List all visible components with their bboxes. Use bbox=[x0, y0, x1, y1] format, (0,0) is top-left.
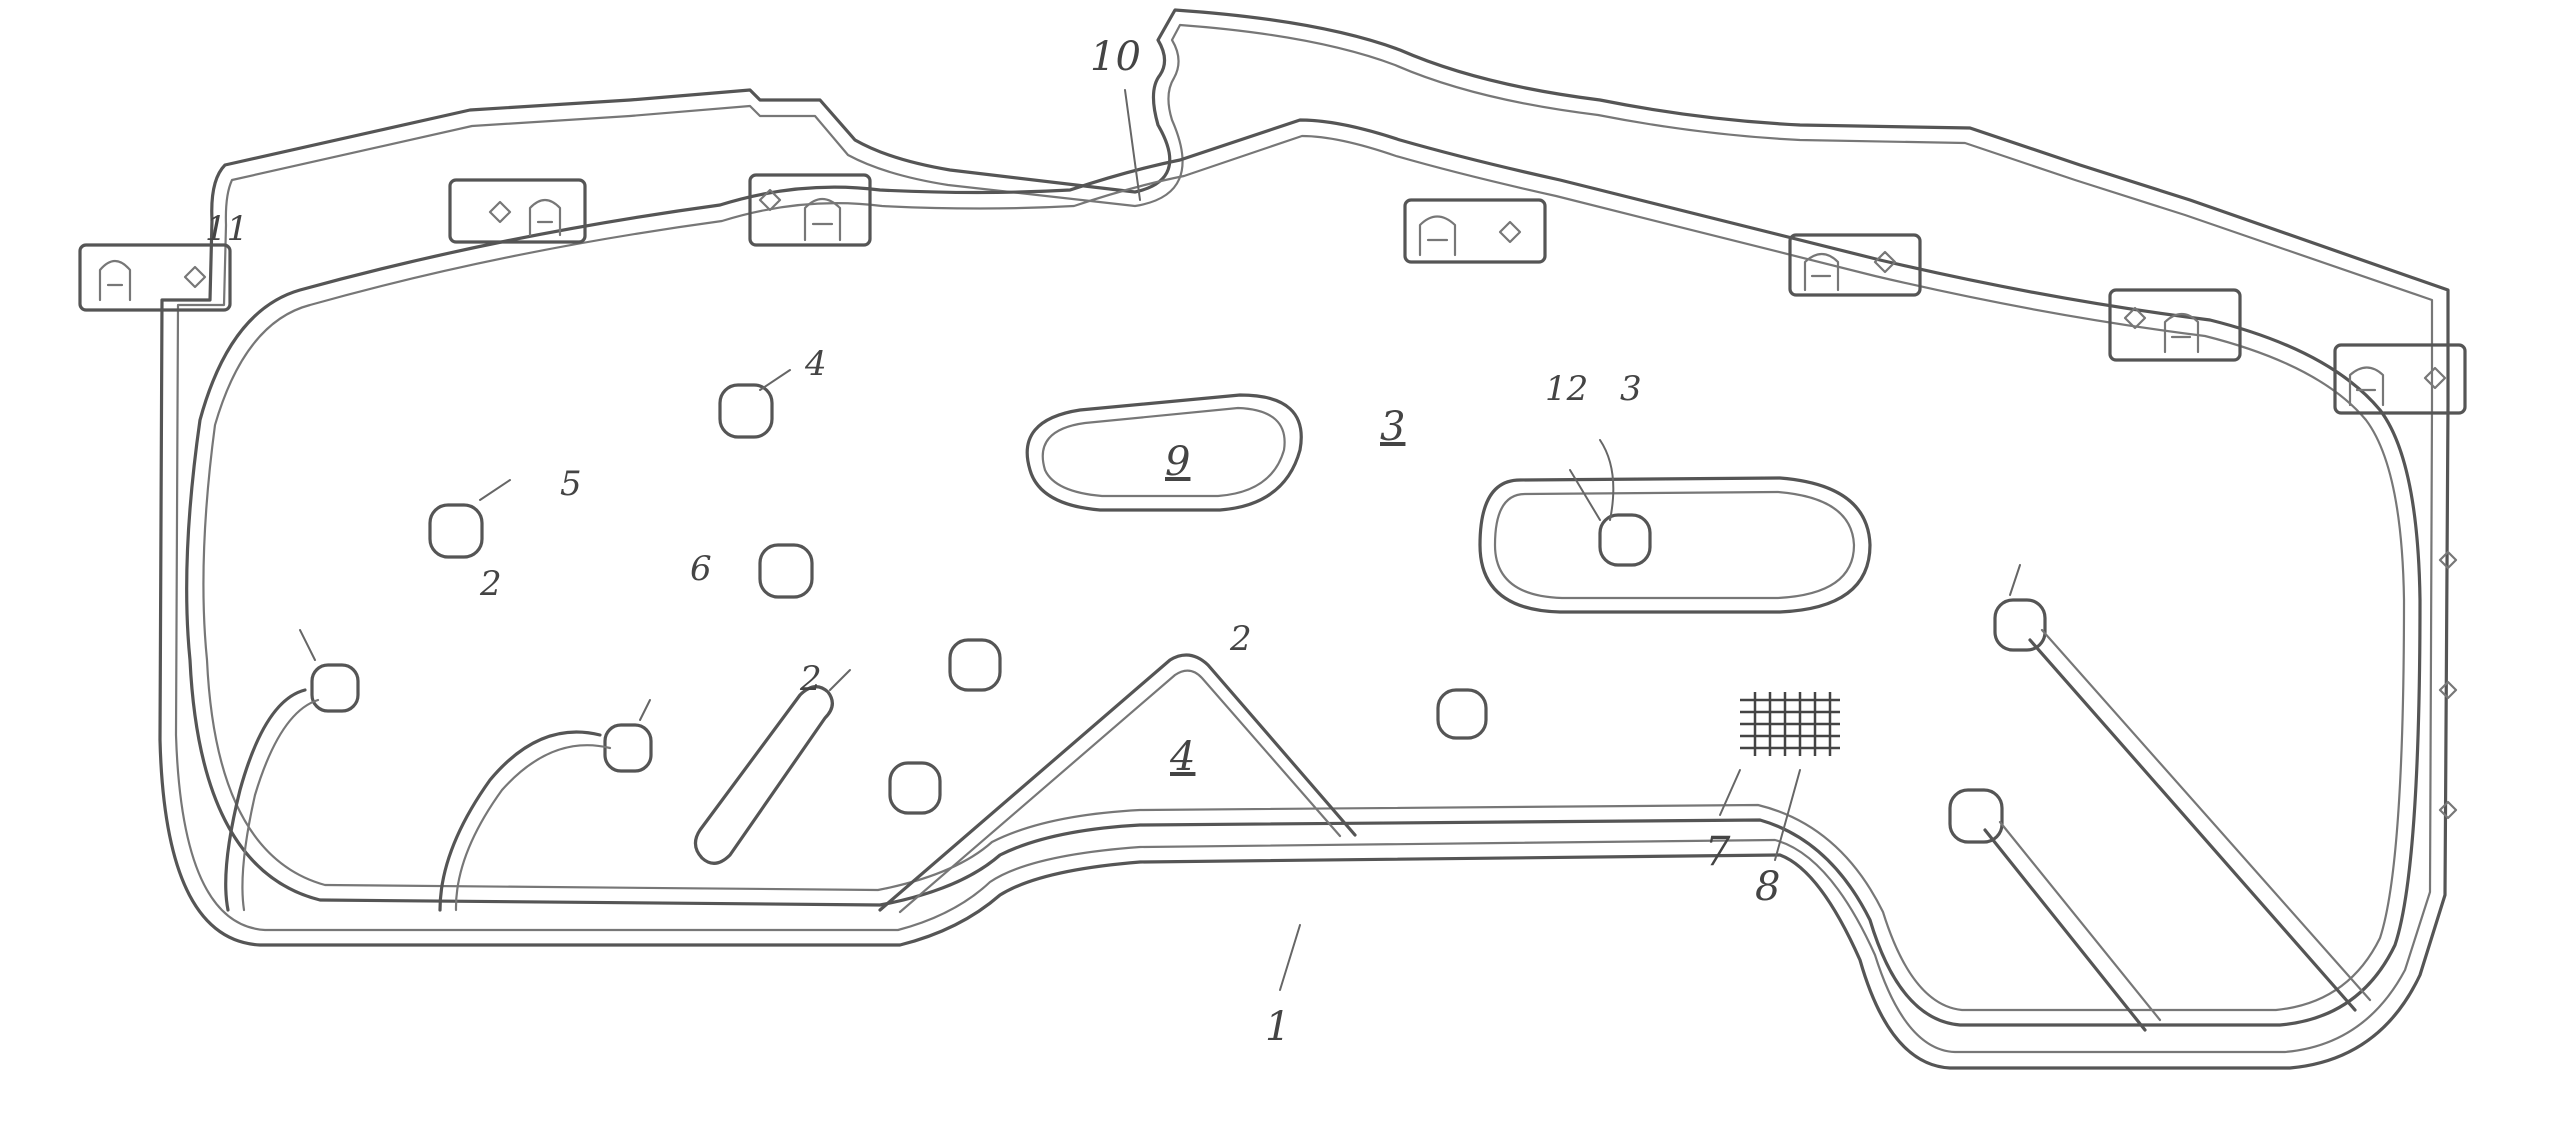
mesh-grid bbox=[1740, 692, 1840, 756]
label-rib-2a: 2 bbox=[479, 564, 502, 604]
label-clip-11: 11 bbox=[205, 209, 248, 249]
label-node-6: 6 bbox=[690, 549, 712, 589]
clip-2 bbox=[450, 180, 585, 242]
main-surface-outline bbox=[187, 120, 2420, 1025]
cutouts bbox=[1027, 395, 1870, 612]
label-rib-2b: 2 bbox=[799, 659, 822, 699]
label-region-3: 3 bbox=[1380, 404, 1405, 450]
label-12: 12 bbox=[1545, 369, 1588, 409]
connector-lines bbox=[226, 630, 2370, 1030]
label-mesh-8: 8 bbox=[1755, 864, 1780, 910]
label-mark-7: 7 bbox=[1705, 829, 1731, 875]
label-notch-10: 10 bbox=[1090, 34, 1141, 80]
slot bbox=[695, 687, 832, 864]
label-cutout-9: 9 bbox=[1165, 439, 1190, 485]
label-opening-4: 4 bbox=[804, 344, 827, 384]
label-region-4: 4 bbox=[1169, 734, 1195, 780]
label-connector-5: 5 bbox=[560, 464, 582, 504]
clip-7 bbox=[2335, 345, 2465, 413]
outer-contour bbox=[160, 10, 2448, 1068]
label-rib-2c: 2 bbox=[1229, 619, 1252, 659]
label-outline: 1 bbox=[1265, 1004, 1290, 1050]
label-point-3: 3 bbox=[1620, 369, 1642, 409]
clip-4 bbox=[1405, 200, 1545, 262]
